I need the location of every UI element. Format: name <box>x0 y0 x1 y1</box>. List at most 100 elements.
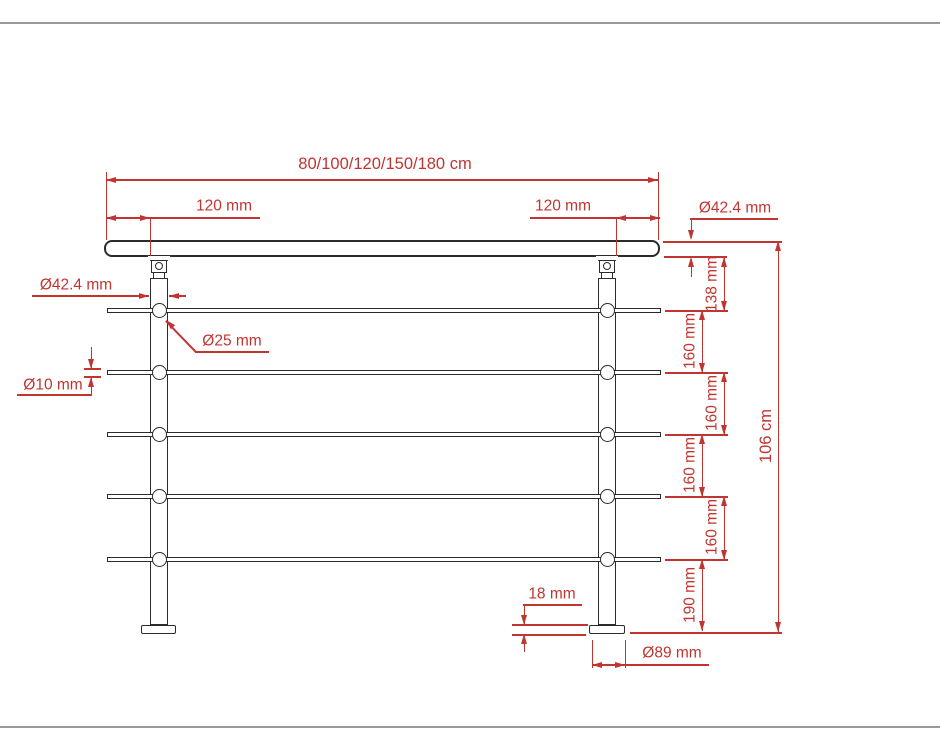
arrowhead <box>720 496 727 506</box>
dim-line-plate-diameter <box>592 664 709 666</box>
crossbar-1 <box>107 308 661 313</box>
leader-handrail-diameter <box>690 218 778 220</box>
arrowhead <box>650 214 660 221</box>
dim-label-post-diameter: Ø42.4 mm <box>39 276 113 294</box>
arrowhead <box>720 550 727 560</box>
ext-line-handrail-bottom <box>664 256 727 258</box>
ext-line-crossbar-bottom <box>84 376 101 378</box>
arrowhead <box>106 214 116 221</box>
bar-holder-left-5 <box>151 552 167 567</box>
arrowhead <box>139 292 149 299</box>
leader-base-height <box>523 604 582 606</box>
dim-label-post-inset-right: 120 mm <box>535 197 591 215</box>
arrowhead <box>106 176 116 183</box>
bar-holder-right-3 <box>599 427 615 442</box>
dim-label-bar-spacing-1: 160 mm <box>681 313 699 369</box>
dim-line-handrail-dia-bottom <box>690 259 692 277</box>
bar-holder-right-5 <box>599 552 615 567</box>
arrowhead <box>720 257 727 267</box>
arrowhead <box>648 176 658 183</box>
arrowhead <box>520 615 527 625</box>
dim-line-top-gap <box>723 257 725 311</box>
arrowhead <box>87 377 94 387</box>
ext-line-plate-left <box>591 640 593 668</box>
dim-label-bottom-gap: 190 mm <box>681 567 699 623</box>
dim-label-bar-spacing-3: 160 mm <box>681 437 699 493</box>
arrowhead <box>687 257 694 267</box>
arrowhead <box>774 622 781 632</box>
arrowhead <box>615 661 625 668</box>
post-right <box>598 278 616 625</box>
joint-screw-right <box>603 262 611 270</box>
dim-label-base-height: 18 mm <box>528 585 576 603</box>
arrowhead <box>520 634 527 644</box>
dim-line-overall-width <box>106 179 658 181</box>
base-plate-right <box>589 625 625 634</box>
bar-holder-left-2 <box>151 365 167 380</box>
arrowhead <box>698 621 705 631</box>
arrowhead <box>698 310 705 320</box>
dim-label-plate-diameter: Ø89 mm <box>642 644 702 662</box>
arrowhead <box>616 214 626 221</box>
leader-post-diameter <box>32 295 149 297</box>
ext-line-overall-right <box>657 172 659 240</box>
dim-label-total-height: 106 cm <box>756 408 775 464</box>
dim-line-crossbar-above <box>90 347 92 368</box>
dim-line-bar-spacing-4 <box>723 496 725 560</box>
ext-line-bar-1 <box>665 310 728 312</box>
leader-crossbar-underline <box>17 394 92 396</box>
arrowhead <box>720 301 727 311</box>
ext-line-bar-4 <box>665 496 728 498</box>
dim-label-crossbar-diameter: Ø10 mm <box>23 376 83 394</box>
dim-line-post-inset-left <box>106 217 260 219</box>
dim-label-bar-spacing-2: 160 mm <box>703 375 721 431</box>
dim-label-holder-diameter: Ø25 mm <box>202 332 262 350</box>
bar-holder-left-1 <box>151 303 167 318</box>
arrowhead <box>592 661 602 668</box>
crossbar-4 <box>107 494 661 499</box>
dim-line-bottom-gap <box>701 559 703 631</box>
ext-line-base-bottom <box>512 634 586 636</box>
arrowhead <box>698 487 705 497</box>
ext-line-bar-3 <box>665 434 728 436</box>
arrowhead <box>698 434 705 444</box>
dim-label-overall-width: 80/100/120/150/180 cm <box>298 154 472 173</box>
ext-line-base-top <box>512 624 588 626</box>
dim-line-handrail-dia-top <box>690 218 692 238</box>
dim-label-handrail-diameter: Ø42.4 mm <box>698 199 772 217</box>
ext-line-post-left <box>149 217 151 256</box>
handrail <box>104 240 660 257</box>
page-border-bottom <box>0 726 940 728</box>
arrowhead <box>720 372 727 382</box>
dim-line-base-above <box>523 604 525 625</box>
arrowhead <box>720 425 727 435</box>
dim-label-post-inset-left: 120 mm <box>196 197 252 215</box>
bar-holder-right-1 <box>599 303 615 318</box>
dim-label-top-gap: 138 mm <box>703 256 721 312</box>
ext-line-handrail-top <box>663 241 782 243</box>
dim-line-bar-spacing-2 <box>723 372 725 435</box>
ext-line-bar-5 <box>665 559 728 561</box>
connector-neck-right <box>601 272 613 279</box>
dim-line-bar-spacing-1 <box>701 310 703 373</box>
dim-line-post-inset-right <box>530 217 660 219</box>
arrowhead <box>87 359 94 369</box>
dim-line-total-height <box>777 241 779 632</box>
arrowhead <box>774 241 781 251</box>
arrowhead <box>687 230 694 240</box>
arrowhead <box>698 363 705 373</box>
bar-holder-left-3 <box>151 427 167 442</box>
ext-line-overall-left <box>105 172 107 240</box>
ext-line-post-right <box>615 217 617 256</box>
arrowhead <box>169 292 179 299</box>
bar-holder-left-4 <box>151 489 167 504</box>
arrowhead <box>140 214 150 221</box>
page-border-top <box>0 22 940 24</box>
crossbar-3 <box>107 432 661 437</box>
leader-holder-underline <box>195 351 269 353</box>
bar-holder-right-4 <box>599 489 615 504</box>
ext-line-ground <box>630 632 782 634</box>
crossbar-5 <box>107 557 661 562</box>
ext-line-plate-right <box>624 640 626 668</box>
